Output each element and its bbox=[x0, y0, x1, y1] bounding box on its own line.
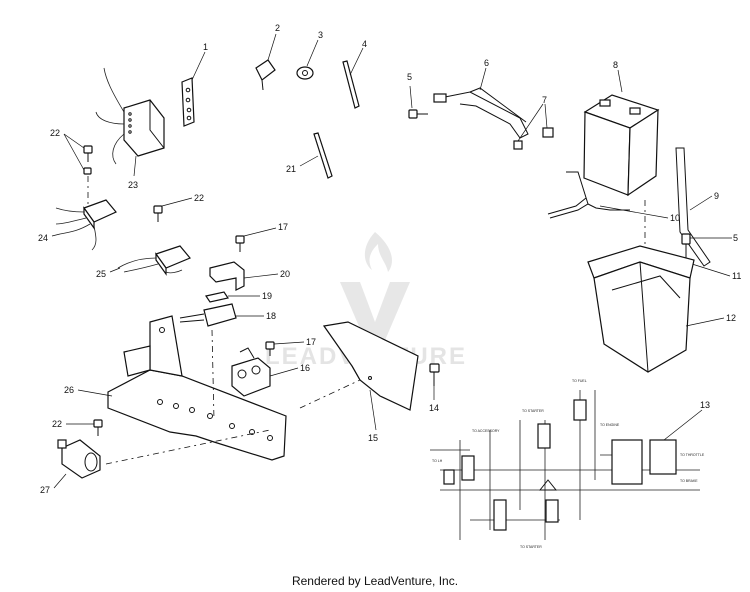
svg-text:TO STARTER: TO STARTER bbox=[522, 409, 544, 413]
callout-24: 24 bbox=[38, 233, 48, 243]
callout-22b: 22 bbox=[194, 193, 204, 203]
callout-22c: 22 bbox=[52, 419, 62, 429]
part-17-screw bbox=[235, 227, 277, 252]
callout-15: 15 bbox=[368, 433, 378, 443]
svg-text:TO STARTER: TO STARTER bbox=[520, 545, 542, 549]
callout-23: 23 bbox=[128, 180, 138, 190]
part-22-screw-mid bbox=[153, 197, 193, 222]
part-9-strap bbox=[675, 147, 713, 267]
part-5-bolt-right bbox=[681, 233, 732, 258]
callout-17b: 17 bbox=[306, 337, 316, 347]
callout-8: 8 bbox=[613, 60, 618, 70]
svg-text:TO LH: TO LH bbox=[432, 459, 443, 463]
part-23-module bbox=[95, 67, 165, 177]
callout-5b: 5 bbox=[733, 233, 738, 243]
assembly-line-cover bbox=[299, 379, 361, 409]
part-18-relay bbox=[179, 303, 264, 327]
part-17-screw-lower bbox=[265, 341, 305, 356]
callout-22: 22 bbox=[50, 128, 60, 138]
callout-9: 9 bbox=[714, 191, 719, 201]
callout-2: 2 bbox=[275, 23, 280, 33]
callout-19: 19 bbox=[262, 291, 272, 301]
part-1-bracket bbox=[181, 51, 206, 127]
part-4-cable-tie bbox=[342, 47, 364, 109]
callout-5: 5 bbox=[407, 72, 412, 82]
callout-27: 27 bbox=[40, 485, 50, 495]
callout-26: 26 bbox=[64, 385, 74, 395]
part-22-screw-bottom bbox=[66, 419, 103, 436]
svg-text:TO ACCESSORY: TO ACCESSORY bbox=[472, 429, 500, 433]
part-12-battery-box bbox=[587, 245, 725, 373]
part-7-nuts bbox=[513, 103, 554, 150]
callout-17: 17 bbox=[278, 222, 288, 232]
part-6-battery-cable bbox=[433, 67, 529, 139]
callout-13: 13 bbox=[700, 400, 710, 410]
part-25-module bbox=[109, 245, 191, 276]
part-10-cable bbox=[547, 171, 669, 219]
part-8-battery bbox=[583, 69, 660, 197]
part-21-cable-tie bbox=[299, 132, 333, 179]
callout-7: 7 bbox=[542, 95, 547, 105]
part-2-connector bbox=[255, 33, 277, 91]
part-3-clip bbox=[296, 39, 319, 80]
callout-25: 25 bbox=[96, 269, 106, 279]
callout-18: 18 bbox=[266, 311, 276, 321]
callout-12: 12 bbox=[726, 313, 736, 323]
callout-16: 16 bbox=[300, 363, 310, 373]
part-22-screw-top bbox=[63, 133, 93, 175]
svg-text:TO BRAKE: TO BRAKE bbox=[680, 479, 698, 483]
assembly-line-capacitor bbox=[105, 429, 271, 465]
svg-text:TO FUEL: TO FUEL bbox=[572, 379, 587, 383]
callout-14: 14 bbox=[429, 403, 439, 413]
part-27-capacitor bbox=[53, 439, 101, 489]
part-13-wiring-schematic: TO ACCESSORY TO STARTER TO FUEL TO ENGIN… bbox=[430, 379, 705, 549]
part-15-cover bbox=[322, 321, 419, 431]
part-26-mounting-plate bbox=[77, 315, 287, 461]
svg-text:TO ENGINE: TO ENGINE bbox=[600, 423, 620, 427]
callout-1: 1 bbox=[203, 42, 208, 52]
svg-text:TO THROTTLE: TO THROTTLE bbox=[680, 453, 705, 457]
callout-21: 21 bbox=[286, 164, 296, 174]
callout-10: 10 bbox=[670, 213, 680, 223]
callout-20: 20 bbox=[280, 269, 290, 279]
part-20-bracket bbox=[209, 261, 279, 291]
callout-11: 11 bbox=[732, 271, 741, 281]
part-14-bolt bbox=[429, 363, 440, 400]
part-24-module bbox=[51, 199, 117, 251]
part-19-pad bbox=[205, 291, 260, 303]
part-16-solenoid bbox=[231, 347, 299, 397]
assembly-line-relay bbox=[211, 329, 215, 421]
callout-3: 3 bbox=[318, 30, 323, 40]
part-5-bolt bbox=[408, 85, 428, 119]
footer-credit: Rendered by LeadVenture, Inc. bbox=[291, 574, 459, 588]
callout-6: 6 bbox=[484, 58, 489, 68]
callout-4: 4 bbox=[362, 39, 367, 49]
